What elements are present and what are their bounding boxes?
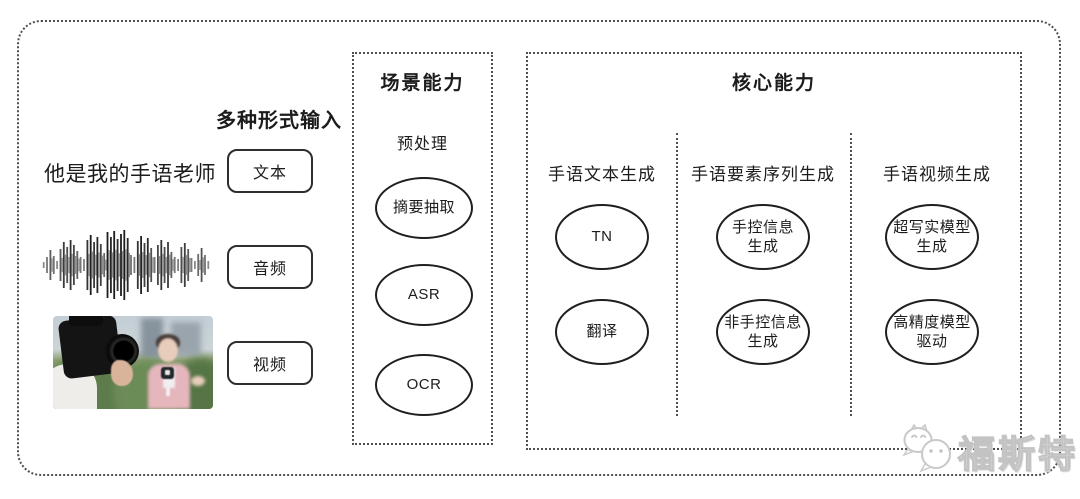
column-header-sign-element-sequence-generation: 手语要素序列生成 — [691, 165, 835, 184]
photo-reporter-hand — [191, 376, 205, 386]
photo-microphone-logo — [165, 370, 170, 375]
input-section-label: 多种形式输入 — [216, 110, 342, 132]
input-type-video-box: 视频 — [227, 341, 313, 385]
input-type-audio-box: 音频 — [227, 245, 313, 289]
watermark-text: 福斯特 — [957, 433, 1078, 475]
node-label: 手控信息 生成 — [731, 218, 794, 256]
column-divider — [850, 133, 852, 416]
node-label: ASR — [407, 286, 441, 304]
node-label: 超写实模型 生成 — [893, 218, 971, 256]
input-type-video-label: 视频 — [252, 357, 287, 374]
core-panel-title: 核心能力 — [731, 73, 816, 94]
video-thumbnail — [53, 316, 213, 409]
sample-text-sentence: 他是我的手语老师 — [44, 163, 216, 186]
node-label: 翻译 — [586, 323, 618, 341]
column-header-sign-video-generation: 手语视频生成 — [883, 165, 991, 184]
node-label: 摘要抽取 — [392, 199, 455, 217]
scene-capability-panel: 场景能力 预处理 摘要抽取 ASR OCR — [352, 52, 493, 445]
outer-dotted-frame — [17, 20, 1061, 476]
input-type-text-box: 文本 — [227, 149, 313, 193]
node-translation: 翻译 — [555, 299, 649, 365]
photo-reporter-face — [158, 338, 178, 362]
input-type-text-label: 文本 — [252, 165, 287, 182]
node-manual-info-generation: 手控信息 生成 — [716, 204, 810, 270]
audio-waveform-icon — [42, 230, 210, 300]
node-hyperrealistic-model-generation: 超写实模型 生成 — [885, 204, 979, 270]
node-tn: TN — [555, 204, 649, 270]
node-ocr: OCR — [375, 354, 473, 416]
photo-cameraman-hand — [111, 360, 133, 386]
watermark: 福斯特 — [898, 424, 1078, 478]
node-high-precision-model-driving: 高精度模型 驱动 — [885, 299, 979, 365]
photo-camera-top — [69, 316, 103, 326]
node-summary-extraction: 摘要抽取 — [375, 177, 473, 239]
node-label: OCR — [406, 376, 442, 394]
photo-building — [141, 318, 163, 358]
node-label: 高精度模型 驱动 — [893, 313, 971, 351]
node-label: 非手控信息 生成 — [724, 313, 802, 351]
column-header-sign-text-generation: 手语文本生成 — [548, 165, 656, 184]
core-capability-panel: 核心能力 手语文本生成 手语要素序列生成 手语视频生成 TN 翻译 手控信息 生… — [526, 52, 1022, 450]
scene-panel-subtitle: 预处理 — [396, 136, 448, 153]
scene-panel-title: 场景能力 — [380, 73, 465, 94]
watermark-mascot-icon — [902, 424, 951, 473]
node-label: TN — [591, 228, 613, 246]
input-type-audio-label: 音频 — [252, 261, 287, 278]
column-divider — [676, 133, 678, 416]
node-non-manual-info-generation: 非手控信息 生成 — [716, 299, 810, 365]
node-asr: ASR — [375, 264, 473, 326]
photo-microphone-stick — [166, 378, 170, 396]
